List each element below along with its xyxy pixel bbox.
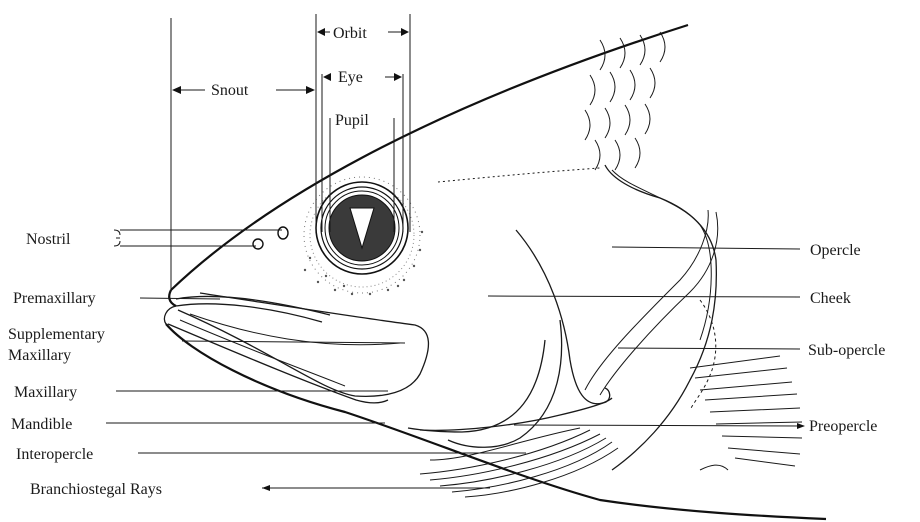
label-opercle: Opercle [810,242,861,259]
label-premaxillary: Premaxillary [13,290,96,307]
label-sub-opercle: Sub-opercle [808,342,885,359]
label-snout: Snout [211,82,249,99]
label-supplementary-1: Supplementary [8,326,105,343]
fish-head-outline [164,25,826,519]
gill-cover-bones [408,165,718,497]
label-orbit: Orbit [333,25,367,42]
label-cheek: Cheek [810,290,851,307]
label-eye: Eye [338,69,363,86]
label-mandible: Mandible [11,416,72,433]
label-nostril: Nostril [26,231,71,248]
label-maxillary: Maxillary [14,384,77,401]
scales [585,32,802,470]
label-interopercle: Interopercle [16,446,93,463]
label-pupil: Pupil [335,112,369,129]
jaw-bones [168,293,428,403]
label-branchiostegal: Branchiostegal Rays [30,481,162,498]
label-supplementary-2: Maxillary [8,347,71,364]
label-preopercle: Preopercle [809,418,877,435]
